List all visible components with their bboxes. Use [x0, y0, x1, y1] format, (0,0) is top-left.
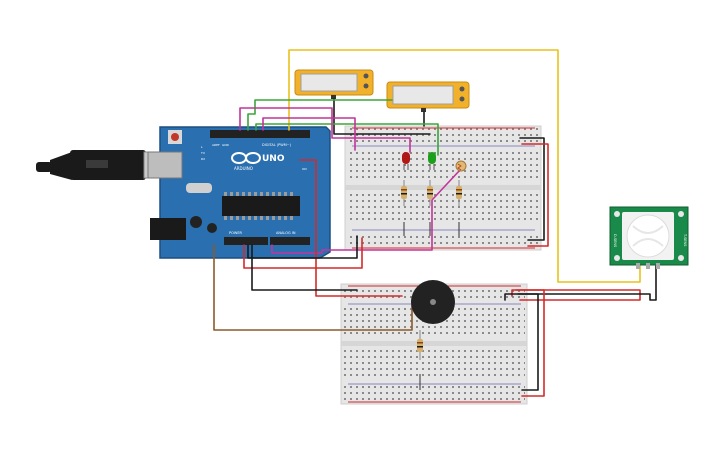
green-led[interactable] [428, 152, 436, 170]
pir-left-label: D-SENS [613, 234, 617, 248]
microcontroller-chip [222, 196, 300, 216]
on-label: ON [302, 167, 307, 171]
arduino-logo-icon [231, 152, 261, 164]
crystal-oscillator [186, 183, 212, 193]
arduino-uno-board[interactable]: UNO ARDUINO DIGITAL (PWM~) POWER ANALOG … [147, 126, 331, 259]
l-label: L [201, 145, 203, 149]
analog-label: ANALOG IN [276, 231, 296, 235]
breadboard-top[interactable] [344, 125, 542, 251]
pir-right-label: T-SENS [683, 233, 687, 247]
wire-brown[interactable] [213, 244, 413, 331]
wire-black-board[interactable] [251, 244, 358, 291]
digital-label: DIGITAL (PWM~) [262, 143, 292, 147]
wire-black-gnd[interactable] [247, 235, 358, 259]
usb-cable [36, 150, 167, 180]
wire-red-top[interactable] [299, 159, 403, 297]
rx-label: RX [201, 157, 205, 161]
photoresistor[interactable] [455, 160, 467, 172]
tx-label: TX [200, 151, 205, 155]
piezo-buzzer[interactable] [411, 280, 455, 324]
resistor-1[interactable] [401, 180, 407, 206]
lcd-display-2[interactable] [386, 81, 470, 112]
analog-header[interactable] [270, 237, 310, 245]
aref-label: AREF [212, 143, 220, 147]
wire-yellow[interactable] [288, 49, 641, 283]
resistor-2[interactable] [427, 180, 433, 206]
lcd-display-1[interactable] [294, 69, 374, 99]
wire-red-pir[interactable] [511, 289, 641, 301]
pir-motion-sensor[interactable]: D-SENS T-SENS [609, 206, 689, 269]
usb-port [147, 151, 183, 179]
pir-dome [626, 214, 670, 258]
wire-red-right[interactable] [521, 143, 549, 247]
wire-black-right[interactable] [519, 137, 545, 241]
gnd-label: GND [222, 143, 230, 147]
wire-black-bottom[interactable] [517, 293, 539, 391]
wire-green-1[interactable] [247, 99, 393, 131]
wire-red-board[interactable] [243, 237, 363, 269]
digital-header[interactable] [210, 130, 310, 138]
wire-red-bottom[interactable] [515, 289, 545, 397]
jumper-lines-top [403, 222, 460, 236]
power-label: POWER [229, 231, 243, 235]
wire-green-2[interactable] [255, 123, 439, 156]
resistor-buzzer[interactable] [417, 330, 423, 360]
red-led[interactable] [402, 152, 410, 170]
wire-magenta-ldr[interactable] [271, 169, 461, 254]
wire-black-lcd1[interactable] [333, 98, 431, 135]
resistor-3[interactable] [456, 180, 462, 206]
board-logo-text: UNO [262, 154, 285, 164]
wire-magenta-1[interactable] [239, 107, 411, 153]
wire-black-pir[interactable] [504, 265, 657, 301]
board-brand-text: ARDUINO [234, 166, 253, 171]
power-header[interactable] [224, 237, 268, 245]
power-jack [150, 218, 186, 240]
wire-magenta-2[interactable] [262, 117, 356, 151]
